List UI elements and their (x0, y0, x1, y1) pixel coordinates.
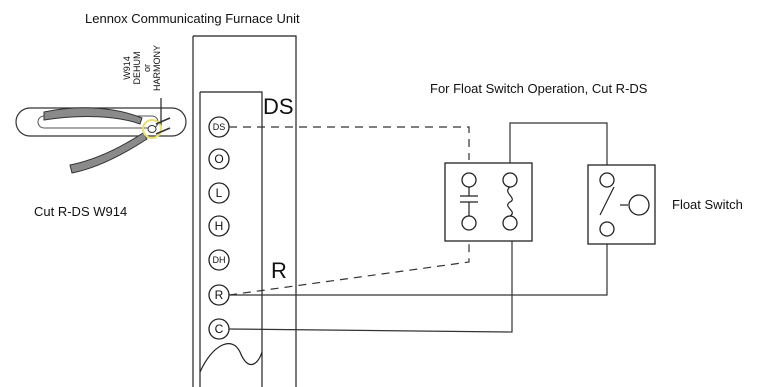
relay-box (444, 162, 533, 242)
terminal-c-label: C (215, 322, 224, 336)
terminal-ds-label: DS (213, 122, 226, 132)
jumper-label-line-3: or (142, 64, 152, 72)
ds-dashed-wire (229, 126, 470, 160)
terminal-dh-label: DH (213, 255, 226, 265)
terminal-l: L (208, 182, 230, 204)
terminal-c: C (208, 318, 230, 340)
terminal-r: R (208, 284, 230, 306)
float-switch-label: Float Switch (672, 197, 743, 212)
r-to-float-wire (229, 236, 608, 296)
jumper-label-line-2: DEHUM (132, 52, 142, 85)
terminal-ds: DS (208, 116, 230, 138)
terminal-o: O (208, 148, 230, 170)
c-to-relay-wire (228, 236, 513, 333)
cut-label: Cut R-DS W914 (34, 204, 127, 219)
r-big-label: R (271, 258, 287, 283)
jumper-label: W914 DEHUM or HARMONY (122, 45, 162, 91)
r-dashed-wire (228, 230, 470, 296)
pliers-icon (15, 107, 187, 174)
jumper-label-line-4: HARMONY (152, 45, 162, 91)
furnace-panel (192, 35, 297, 387)
ds-big-label: DS (263, 94, 294, 119)
terminal-dh: DH (208, 249, 230, 271)
terminal-l-label: L (216, 186, 223, 200)
diagram-title: Lennox Communicating Furnace Unit (85, 11, 300, 26)
terminal-h: H (208, 215, 230, 237)
terminal-r-label: R (215, 288, 224, 302)
jumper-label-line-1: W914 (122, 56, 132, 80)
terminal-strip (199, 91, 263, 387)
terminal-h-label: H (215, 219, 224, 233)
terminal-o-label: O (214, 152, 223, 166)
float-note: For Float Switch Operation, Cut R-DS (430, 81, 648, 96)
float-switch-box (587, 164, 656, 245)
